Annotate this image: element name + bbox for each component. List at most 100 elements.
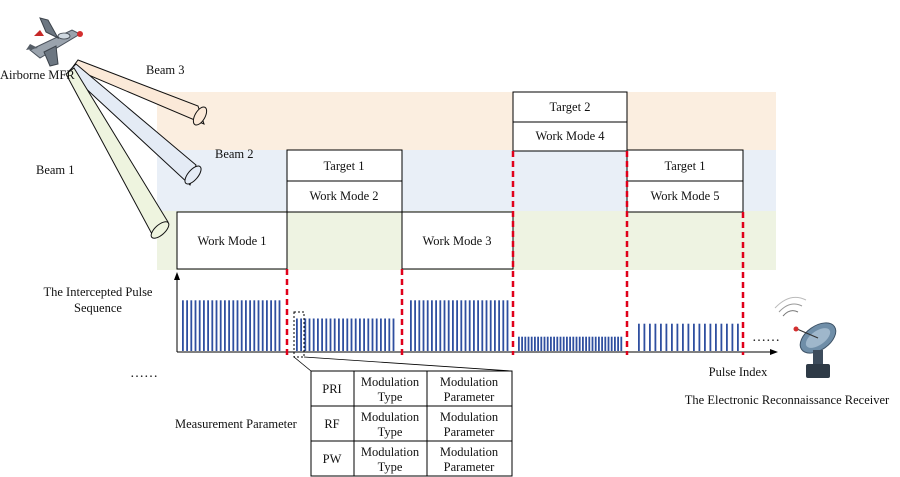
pri-type-1: Modulation xyxy=(361,375,420,389)
pulse-bar xyxy=(236,300,239,351)
pulse-bar xyxy=(506,300,509,351)
work-mode-2-box xyxy=(286,180,403,213)
pulse-bar xyxy=(219,300,222,351)
pulse-bar xyxy=(614,336,616,351)
work-mode-4-label: Work Mode 4 xyxy=(535,129,605,143)
beam2-label: Beam 2 xyxy=(215,147,254,161)
aircraft-icon xyxy=(26,17,83,67)
param-pri: PRI xyxy=(322,382,341,396)
pulse-bar xyxy=(350,318,353,351)
pulse-bar xyxy=(363,318,365,351)
pulse-bar xyxy=(240,300,243,351)
work-mode-2-label: Work Mode 2 xyxy=(309,189,378,203)
pulse-bar xyxy=(300,318,302,351)
receiver-label: The Electronic Reconnaissance Receiver xyxy=(685,393,890,407)
pulse-bar xyxy=(518,336,520,351)
pulse-bar xyxy=(410,300,412,351)
y-axis-label-line2: Sequence xyxy=(74,301,122,315)
target-label-5: Target 1 xyxy=(665,159,706,173)
pulse-bar xyxy=(198,300,201,351)
work-mode-boxes: Work Mode 1 Target 1 Work Mode 2 Work Mo… xyxy=(176,91,744,270)
segment-dividers xyxy=(285,151,745,355)
work-mode-4-box xyxy=(512,121,628,152)
pulse-bar xyxy=(435,300,437,351)
pulse-bar xyxy=(194,300,197,351)
pulse-bar xyxy=(371,318,374,351)
pulse-bar xyxy=(489,300,492,351)
pulse-bar xyxy=(249,300,251,351)
measurement-table: PRI Modulation Type Modulation Parameter… xyxy=(310,370,513,477)
ellipsis-right: …… xyxy=(752,330,780,345)
pulse-bar xyxy=(682,323,684,351)
pulse-bar xyxy=(562,336,565,351)
pulse-bar xyxy=(546,336,549,351)
y-axis-arrow xyxy=(174,272,180,280)
work-mode-1-label: Work Mode 1 xyxy=(197,234,266,248)
pulse-bar xyxy=(388,318,391,351)
pulse-bar xyxy=(607,336,610,351)
pulse-bar xyxy=(598,336,600,351)
pulse-bar xyxy=(426,300,429,351)
pulse-bar xyxy=(186,300,188,351)
zoom-line-right xyxy=(303,356,513,372)
pulse-bar xyxy=(266,300,268,351)
pulse-bar xyxy=(502,300,505,351)
pulse-bar xyxy=(610,336,613,351)
pw-type-1: Modulation xyxy=(361,445,420,459)
pulse-bar xyxy=(452,300,454,351)
beam3-label: Beam 3 xyxy=(146,63,185,77)
param-rf: RF xyxy=(324,417,339,431)
beam3-band xyxy=(157,92,776,150)
pulse-bar xyxy=(473,300,475,351)
pulse-bar xyxy=(245,300,247,351)
pulse-bar xyxy=(325,318,328,351)
pulse-bar xyxy=(422,300,425,351)
pulse-bar xyxy=(464,300,467,351)
rf-param-1: Modulation xyxy=(440,410,499,424)
pulse-axis xyxy=(174,272,778,355)
pulse-bar xyxy=(720,323,723,351)
rf-type-1: Modulation xyxy=(361,410,420,424)
target-box-5 xyxy=(626,149,744,182)
pulse-bar xyxy=(582,336,584,351)
pulse-bar xyxy=(380,318,382,351)
pulse-bar xyxy=(671,323,673,351)
pulse-bar xyxy=(414,300,416,351)
beam2-end xyxy=(184,165,202,185)
pulse-bar xyxy=(620,336,623,351)
beam3-end xyxy=(192,106,208,126)
pulse-bar xyxy=(687,323,690,351)
pulse-bar xyxy=(211,300,214,351)
pulse-bar xyxy=(468,300,471,351)
target-box-2 xyxy=(286,149,403,182)
pulse-bar xyxy=(585,336,587,351)
pulse-bar xyxy=(447,300,450,351)
pulse-bar xyxy=(737,323,739,351)
pulse-bar xyxy=(676,323,679,351)
work-mode-1-box xyxy=(176,211,288,270)
pulse-bar xyxy=(477,300,479,351)
pulse-bar xyxy=(559,336,562,351)
pulse-bar xyxy=(588,336,591,351)
target-label-2: Target 1 xyxy=(324,159,365,173)
pulse-bar xyxy=(443,300,446,351)
pulse-bar xyxy=(460,300,463,351)
pulse-bar xyxy=(481,300,484,351)
pulse-bar xyxy=(257,300,260,351)
pulse-bar xyxy=(367,318,370,351)
pw-type-2: Type xyxy=(378,460,403,474)
pulse-bar xyxy=(431,300,433,351)
pulse-bar xyxy=(485,300,488,351)
pulse-bar xyxy=(665,323,668,351)
target-box-4 xyxy=(512,91,628,123)
pulse-bar xyxy=(556,336,559,351)
pulse-bar xyxy=(182,300,184,351)
x-axis-label: Pulse Index xyxy=(709,365,768,379)
rf-type-2: Type xyxy=(378,425,403,439)
pulse-bar xyxy=(329,318,332,351)
pulse-bar xyxy=(228,300,230,351)
pulse-bar xyxy=(591,336,594,351)
pulse-bar xyxy=(575,336,578,351)
